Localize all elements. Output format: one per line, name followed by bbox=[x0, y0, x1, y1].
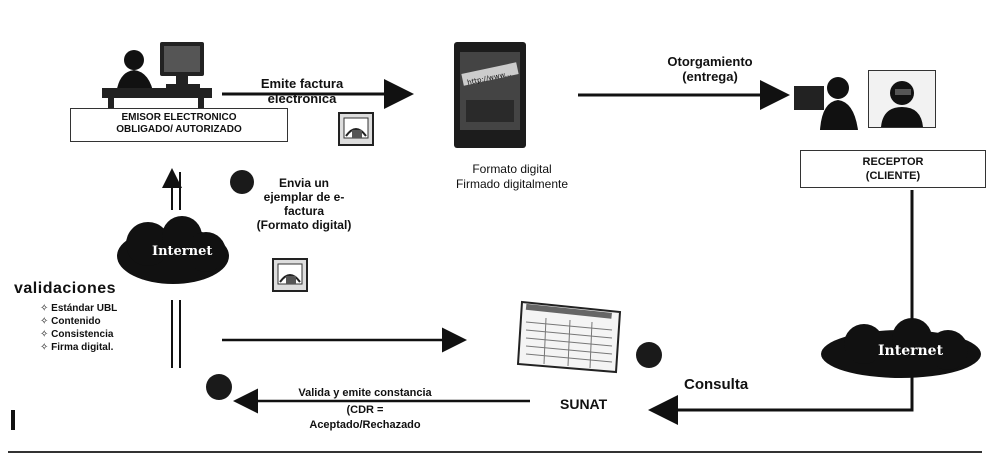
emisor-box-line2: OBLIGADO/ AUTORIZADO bbox=[116, 124, 242, 135]
otorgamiento-line1: Otorgamiento bbox=[667, 54, 753, 69]
valida-constancia-label: Valida y emite constancia (CDR = Aceptad… bbox=[250, 386, 480, 433]
receptor-person-icon bbox=[794, 77, 858, 130]
validacion-item: ✧ Firma digital. bbox=[40, 342, 114, 353]
receptor-line2: (CLIENTE) bbox=[865, 170, 921, 182]
internet-cloud-left-icon bbox=[117, 216, 229, 284]
envia-label: Envia un ejemplar de e- factura (Formato… bbox=[236, 176, 372, 232]
emite-factura-label: Emite factura electrónica bbox=[232, 76, 372, 106]
step-circle-2 bbox=[206, 374, 232, 400]
otorgamiento-label: Otorgamiento (entrega) bbox=[640, 54, 780, 84]
digital-format-screen-icon: http://www... bbox=[454, 42, 526, 148]
envia-line3: factura bbox=[283, 204, 324, 218]
emite-line1: Emite factura bbox=[260, 76, 344, 91]
receptor-box: RECEPTOR (CLIENTE) bbox=[800, 150, 986, 188]
document-icon bbox=[338, 112, 374, 146]
consulta-label: Consulta bbox=[684, 376, 749, 393]
formato-digital-label: Formato digital Firmado digitalmente bbox=[412, 162, 612, 192]
envia-line2: ejemplar de e- bbox=[263, 190, 345, 204]
formato-line1: Formato digital bbox=[472, 162, 552, 176]
user-avatar-icon bbox=[881, 81, 923, 127]
emisor-computer-icon bbox=[102, 42, 212, 110]
step-circle-3 bbox=[636, 342, 662, 368]
valida-line3: Aceptado/Rechazado bbox=[309, 419, 421, 431]
validacion-item: ✧ Consistencia bbox=[40, 329, 114, 340]
envia-line4: (Formato digital) bbox=[256, 218, 352, 232]
otorgamiento-line2: (entrega) bbox=[682, 69, 738, 84]
validaciones-list: ✧ Estándar UBL ✧ Contenido ✧ Consistenci… bbox=[40, 302, 160, 354]
validaciones-title: validaciones bbox=[14, 280, 117, 297]
sunat-label: SUNAT bbox=[560, 396, 608, 412]
envia-line1: Envia un bbox=[278, 176, 329, 190]
valida-line2: (CDR = bbox=[346, 404, 384, 416]
document-icon-2 bbox=[272, 258, 308, 292]
sunat-screen-icon bbox=[516, 300, 622, 374]
emisor-box: EMISOR ELECTRONICO OBLIGADO/ AUTORIZADO bbox=[70, 108, 288, 142]
step-circle-1 bbox=[230, 170, 254, 194]
internet-right-label: Internet bbox=[878, 343, 944, 359]
receptor-avatar-frame bbox=[868, 70, 936, 128]
internet-left-label: Internet bbox=[152, 244, 213, 259]
arrow-consulta bbox=[648, 372, 914, 425]
validacion-item: ✧ Contenido bbox=[40, 316, 101, 327]
emite-line2: electrónica bbox=[267, 91, 337, 106]
internet-cloud-right-icon bbox=[821, 318, 981, 378]
emisor-box-line1: EMISOR ELECTRONICO bbox=[121, 112, 237, 123]
valida-line1: Valida y emite constancia bbox=[298, 387, 432, 399]
validacion-item: ✧ Estándar UBL bbox=[40, 303, 118, 314]
receptor-line1: RECEPTOR bbox=[862, 156, 924, 168]
formato-line2: Firmado digitalmente bbox=[455, 177, 569, 191]
